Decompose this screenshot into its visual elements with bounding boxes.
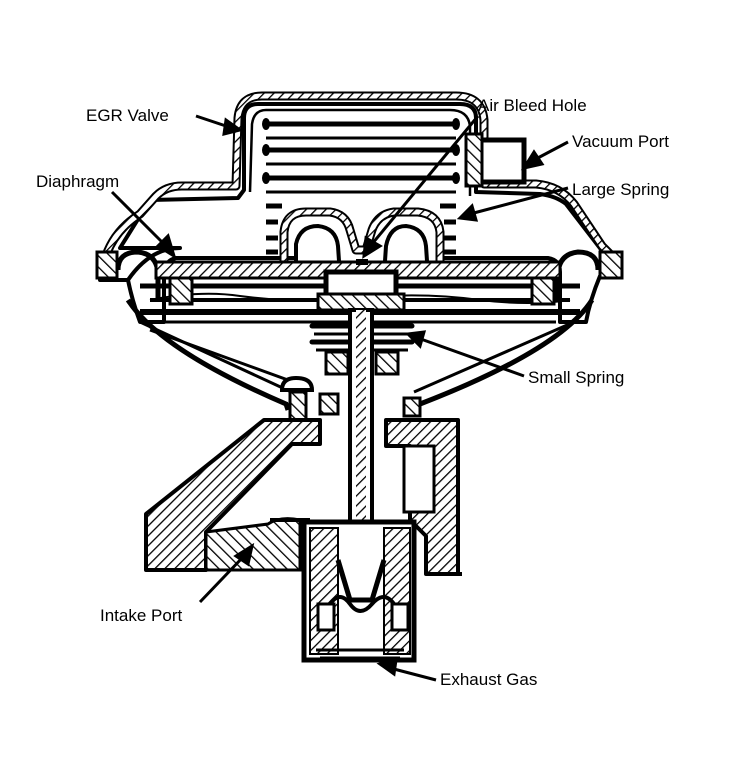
intake-port-label: Intake Port: [100, 606, 183, 625]
valve-seat-outlet: [301, 519, 417, 663]
exhaust-gas-label: Exhaust Gas: [440, 670, 538, 689]
vacuum-port-label: Vacuum Port: [572, 132, 670, 151]
diaphragm-retainer: [279, 207, 445, 277]
large-spring-label: Large Spring: [572, 180, 670, 199]
valve-base-body: [144, 418, 462, 576]
diaphragm-label: Diaphragm: [36, 172, 120, 191]
vacuum-port-tube: [464, 132, 527, 188]
air-bleed-cap: [316, 259, 406, 312]
egr-valve-label: EGR Valve: [86, 106, 169, 125]
leader-lines: [110, 114, 569, 682]
large-spring: [262, 118, 460, 255]
air-bleed-hole-label: Air Bleed Hole: [478, 96, 587, 115]
small-spring-label: Small Spring: [528, 368, 625, 387]
lower-housing-legs: [125, 298, 595, 412]
